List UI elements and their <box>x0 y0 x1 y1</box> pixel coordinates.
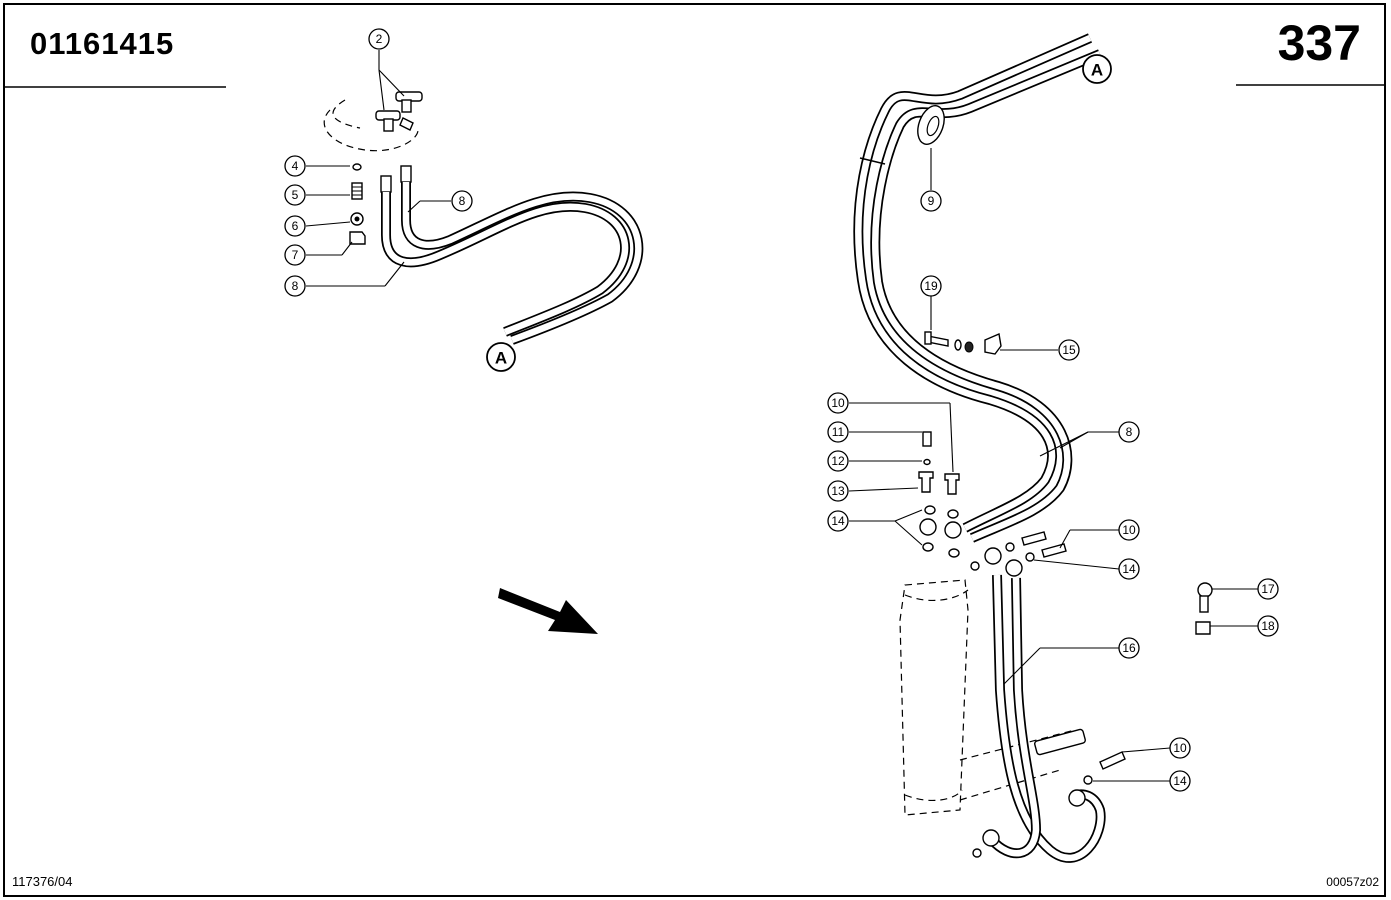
svg-text:7: 7 <box>292 248 299 262</box>
page-number: 337 <box>1277 15 1361 71</box>
bolt <box>1021 531 1047 546</box>
svg-text:11: 11 <box>832 425 845 439</box>
svg-text:15: 15 <box>1062 343 1076 357</box>
left-hose-assembly <box>323 91 644 345</box>
callout-10: 10 <box>1118 519 1140 541</box>
callout-13: 13 <box>827 480 849 502</box>
banjo-fitting <box>919 518 937 536</box>
banjo-bolt <box>944 473 960 495</box>
housing-fitting <box>1034 728 1086 756</box>
document-number: 01161415 <box>30 26 175 61</box>
right-callouts: 9 19 15 8 10 11 12 13 14 10 14 16 17 18 … <box>827 148 1279 792</box>
washer <box>954 339 962 351</box>
svg-text:9: 9 <box>928 194 935 208</box>
callout-19: 19 <box>920 275 942 297</box>
svg-text:A: A <box>495 349 507 368</box>
dashed-outline <box>332 99 361 129</box>
filter-housing <box>899 579 969 816</box>
callout-10: 10 <box>827 392 849 414</box>
svg-text:8: 8 <box>1126 425 1133 439</box>
callout-8: 8 <box>284 275 306 297</box>
drawing-frame <box>3 3 1386 897</box>
svg-text:6: 6 <box>292 219 299 233</box>
svg-text:A: A <box>1091 61 1103 80</box>
banjo-bolt-17 <box>1199 595 1209 613</box>
left-callouts: 2 4 5 6 7 8 8 <box>284 28 473 297</box>
svg-text:12: 12 <box>831 454 845 468</box>
direction-arrow <box>498 588 598 634</box>
washer-small <box>923 458 931 466</box>
callout-5: 5 <box>284 184 306 206</box>
cap <box>349 231 366 245</box>
right-hose-assembly <box>853 33 1213 863</box>
nut <box>964 341 974 353</box>
svg-text:14: 14 <box>1173 774 1187 788</box>
callout-8: 8 <box>1118 421 1140 443</box>
callout-7: 7 <box>284 244 306 266</box>
svg-text:17: 17 <box>1261 582 1275 596</box>
callout-2: 2 <box>368 28 390 50</box>
bolt <box>1099 751 1126 770</box>
svg-text:14: 14 <box>831 514 845 528</box>
callout-10: 10 <box>1169 737 1191 759</box>
svg-text:5: 5 <box>292 188 299 202</box>
callout-12: 12 <box>827 450 849 472</box>
seal-ring <box>924 505 936 515</box>
svg-text:19: 19 <box>924 279 938 293</box>
banjo-fitting <box>982 829 1000 847</box>
drawing-reference-right: 00057z02 <box>1326 875 1379 889</box>
callout-15: 15 <box>1058 339 1080 361</box>
svg-text:2: 2 <box>376 32 383 46</box>
banjo-bolt <box>918 471 934 493</box>
dashed-outline <box>323 109 419 152</box>
callout-4: 4 <box>284 155 306 177</box>
callout-16: 16 <box>1118 637 1140 659</box>
callout-6: 6 <box>284 215 306 237</box>
svg-text:16: 16 <box>1122 641 1136 655</box>
svg-text:4: 4 <box>292 159 299 173</box>
svg-text:10: 10 <box>1122 523 1136 537</box>
hose-connector <box>400 165 412 183</box>
hose-connector <box>380 175 392 193</box>
callout-8: 8 <box>451 190 473 212</box>
o-ring <box>352 163 362 171</box>
callout-11: 11 <box>827 421 849 443</box>
callout-18: 18 <box>1257 615 1279 637</box>
callout-17: 17 <box>1257 578 1279 600</box>
bolt-small <box>922 431 932 447</box>
callout-9: 9 <box>920 190 942 212</box>
marker-a-left: A <box>486 342 516 372</box>
svg-text:10: 10 <box>1173 741 1187 755</box>
svg-text:18: 18 <box>1261 619 1275 633</box>
svg-text:8: 8 <box>292 279 299 293</box>
nut-18 <box>1195 621 1211 635</box>
callout-14: 14 <box>827 510 849 532</box>
svg-text:14: 14 <box>1122 562 1136 576</box>
callout-14: 14 <box>1118 558 1140 580</box>
marker-a-right: A <box>1082 54 1112 84</box>
drawing-reference-left: 117376/04 <box>12 874 73 889</box>
hose-clip <box>984 333 1002 355</box>
svg-text:10: 10 <box>831 396 845 410</box>
svg-text:13: 13 <box>831 484 845 498</box>
banjo-bolt-17 <box>1197 582 1213 598</box>
svg-text:8: 8 <box>459 194 466 208</box>
callout-14: 14 <box>1169 770 1191 792</box>
